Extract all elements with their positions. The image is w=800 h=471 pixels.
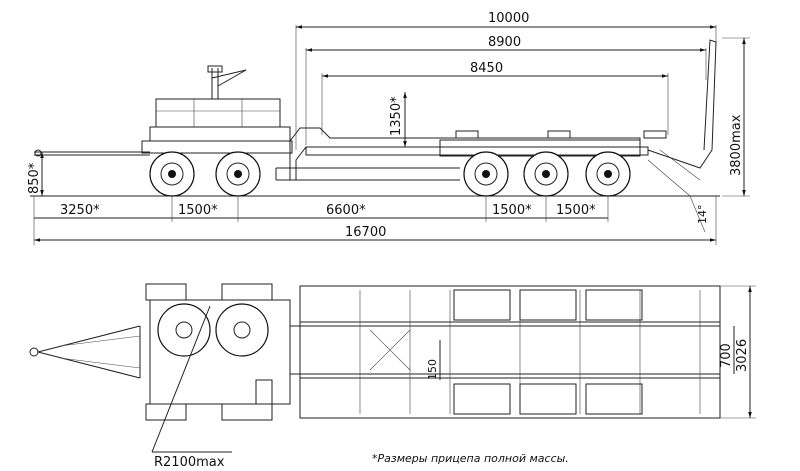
drawbar xyxy=(34,149,150,157)
top-drawbar xyxy=(29,325,141,379)
dim-platform-outer: 8900 xyxy=(305,35,707,145)
dim-label-8900: 8900 xyxy=(488,35,521,50)
dim-deck-height: 1350* xyxy=(389,92,407,147)
dim-label-1500-rear2: 1500* xyxy=(556,203,596,218)
dim-hitch-height: 850* xyxy=(27,151,60,196)
side-view: 10000 8900 8450 1350* 3800max xyxy=(27,11,750,245)
dim-ramp-angle: 14° xyxy=(689,195,709,233)
dim-chain-axles: 3250* 1500* 6600* 1500* 1500* xyxy=(33,180,609,245)
dim-label-8450: 8450 xyxy=(470,61,503,76)
front-dolly xyxy=(141,65,293,154)
dim-label-r2100: R2100max xyxy=(154,455,225,470)
dim-label-3800max: 3800max xyxy=(729,114,744,176)
dim-widths: 700 3026 xyxy=(719,285,756,419)
dim-total-top: 10000 xyxy=(295,11,717,150)
dim-label-1500-front: 1500* xyxy=(178,203,218,218)
front-wheel-2 xyxy=(215,151,261,197)
rear-wheel-2 xyxy=(523,151,569,197)
dim-label-10000: 10000 xyxy=(488,11,529,26)
semitrailer-frame xyxy=(275,39,717,197)
dim-label-3250: 3250* xyxy=(60,203,100,218)
rear-wheel-1 xyxy=(463,151,509,197)
dim-label-700: 700 xyxy=(719,343,734,368)
rear-wheel-3 xyxy=(585,151,631,197)
dim-label-850: 850* xyxy=(27,162,42,194)
dim-beam-offset: 150 xyxy=(426,340,441,380)
footnote: *Размеры прицепа полной массы. xyxy=(372,452,569,465)
top-view: 150 700 3026 R2100max xyxy=(29,283,756,470)
dim-label-3026: 3026 xyxy=(735,339,750,372)
dim-platform-inner: 8450 xyxy=(321,61,669,135)
top-dolly xyxy=(145,283,291,421)
dim-label-150: 150 xyxy=(426,359,439,380)
front-wheel-1 xyxy=(149,151,195,197)
dim-label-1500-rear1: 1500* xyxy=(492,203,532,218)
dim-label-1350: 1350* xyxy=(389,96,404,136)
dim-label-ramp-angle: 14° xyxy=(696,205,709,225)
dim-max-height: 3800max xyxy=(722,37,750,197)
dim-turn-radius: R2100max xyxy=(151,305,232,470)
top-frame xyxy=(290,285,721,419)
dim-label-6600: 6600* xyxy=(326,203,366,218)
dim-overall-length: 16700 xyxy=(34,196,717,245)
dim-label-16700: 16700 xyxy=(345,225,386,240)
